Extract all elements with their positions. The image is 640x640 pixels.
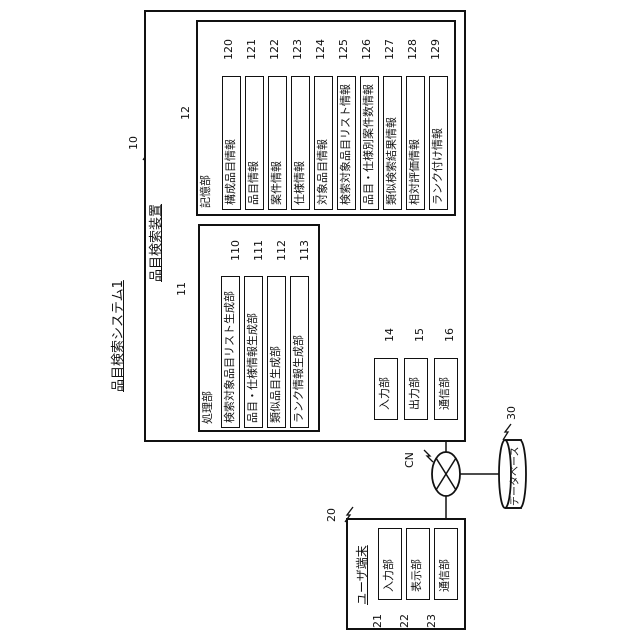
device-title: 品目検索装置 bbox=[150, 204, 163, 282]
storage-item-ref: 121 bbox=[246, 39, 257, 60]
network-node-icon bbox=[432, 452, 460, 496]
terminal-item-label: 入力部 bbox=[383, 559, 394, 592]
processing-label: 処理部 bbox=[202, 391, 213, 424]
system-title: 品目検索システム1 bbox=[112, 280, 125, 392]
storage-item-label: 相対評価情報 bbox=[409, 139, 420, 205]
storage-item-label: 構成品目情報 bbox=[225, 139, 236, 205]
io-unit-label: 通信部 bbox=[439, 377, 450, 410]
database-label: データベース bbox=[511, 447, 521, 507]
terminal-item-label: 通信部 bbox=[439, 559, 450, 592]
processing-item-label: 品目・仕様情報生成部 bbox=[247, 313, 258, 423]
device-ref: 10 bbox=[128, 136, 139, 150]
terminal-ref: 20 bbox=[326, 508, 337, 522]
io-unit-label: 出力部 bbox=[409, 377, 420, 410]
io-unit-label: 入力部 bbox=[379, 377, 390, 410]
processing-item-label: 検索対象品目リスト生成部 bbox=[224, 291, 235, 423]
processing-item-ref: 111 bbox=[253, 240, 264, 261]
terminal-title: ユーザ端末 bbox=[356, 545, 368, 605]
storage-item-ref: 124 bbox=[315, 39, 326, 60]
storage-item-ref: 126 bbox=[361, 39, 372, 60]
terminal-item-ref: 23 bbox=[426, 614, 437, 628]
storage-label: 記憶部 bbox=[200, 175, 211, 208]
storage-item-ref: 120 bbox=[223, 39, 234, 60]
storage-item-label: 検索対象品目リスト情報 bbox=[340, 84, 351, 205]
storage-item-ref: 128 bbox=[407, 39, 418, 60]
io-unit-ref: 15 bbox=[414, 328, 425, 342]
processing-item-ref: 113 bbox=[299, 240, 310, 261]
storage-item-label: 品目情報 bbox=[248, 161, 259, 205]
processing-ref: 11 bbox=[176, 282, 187, 296]
database-ref: 30 bbox=[506, 406, 517, 420]
storage-ref: 12 bbox=[180, 106, 191, 120]
storage-item-ref: 125 bbox=[338, 39, 349, 60]
storage-item-label: 案件情報 bbox=[271, 161, 282, 205]
storage-item-label: 類似検索結果情報 bbox=[386, 117, 397, 205]
storage-item-label: 仕様情報 bbox=[294, 161, 305, 205]
storage-item-ref: 127 bbox=[384, 39, 395, 60]
storage-item-label: 対象品目情報 bbox=[317, 139, 328, 205]
processing-item-ref: 110 bbox=[230, 240, 241, 261]
storage-item-label: 品目・仕様別案件数情報 bbox=[363, 84, 374, 205]
network-label: CN bbox=[404, 452, 415, 468]
processing-item-label: ランク情報生成部 bbox=[293, 335, 304, 423]
terminal-item-ref: 21 bbox=[372, 614, 383, 628]
terminal-item-ref: 22 bbox=[399, 614, 410, 628]
io-unit-ref: 14 bbox=[384, 328, 395, 342]
storage-item-ref: 123 bbox=[292, 39, 303, 60]
terminal-item-label: 表示部 bbox=[411, 559, 422, 592]
io-unit-ref: 16 bbox=[444, 328, 455, 342]
processing-item-label: 類似品目生成部 bbox=[270, 346, 281, 423]
storage-item-ref: 129 bbox=[430, 39, 441, 60]
processing-item-ref: 112 bbox=[276, 240, 287, 261]
storage-item-ref: 122 bbox=[269, 39, 280, 60]
storage-item-label: ランク付け情報 bbox=[432, 128, 443, 205]
